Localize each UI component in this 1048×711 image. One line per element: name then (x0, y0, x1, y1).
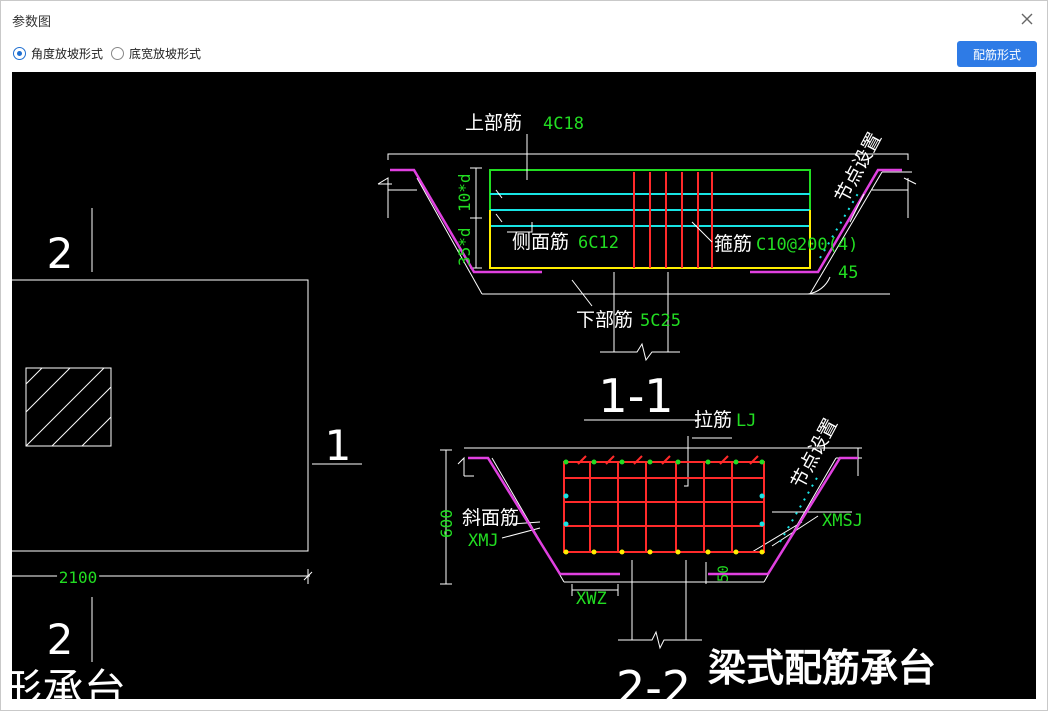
drawing-canvas: 2 1 2100 2 形承台 (12, 72, 1036, 699)
side-rebar-label: 侧面筋 (512, 231, 569, 253)
node-setting-label-1: 节点设置 (831, 129, 886, 206)
xmsj-label: XMSJ (822, 511, 863, 531)
close-icon[interactable] (1019, 11, 1035, 27)
cad-drawing: 2 1 2100 2 形承台 (12, 112, 936, 699)
plan-partial-title: 形承台 (12, 665, 126, 699)
slope-rebar-label: 斜面筋 (462, 507, 519, 529)
bottom-rebar-value: 5C25 (640, 311, 681, 331)
stirrup-label: 箍筋 (714, 233, 752, 255)
radio-selected-icon (13, 47, 26, 60)
slope-type-options: 角度放坡形式 底宽放坡形式 (13, 45, 209, 62)
stirrup-value: C10@200(4) (756, 235, 858, 255)
section-2-2 (440, 436, 862, 650)
dim-10d: 10*d (455, 173, 474, 212)
section-1-1-title: 1-1 (598, 369, 673, 423)
plan-label-2-bottom: 2 (47, 615, 74, 664)
dim-600: 600 (437, 509, 456, 538)
slope-rebar-value: XMJ (468, 531, 499, 551)
tie-value: LJ (736, 411, 756, 431)
section-1-1 (377, 134, 917, 421)
top-rebar-value: 4C18 (543, 114, 584, 134)
radio-width-slope[interactable]: 底宽放坡形式 (111, 45, 201, 62)
xwz-label: XWZ (576, 589, 607, 609)
node-setting-label-2: 节点设置 (787, 415, 842, 492)
dialog-title: 参数图 (12, 15, 52, 30)
dim-50: 50 (716, 565, 732, 582)
top-rebar-label: 上部筋 (465, 112, 522, 134)
radio-width-slope-label: 底宽放坡形式 (129, 47, 202, 61)
drawing-big-title: 梁式配筋承台 (708, 646, 936, 690)
plan-view (12, 208, 362, 662)
section-2-2-title: 2-2 (616, 661, 691, 699)
plan-dim-2100: 2100 (59, 568, 98, 587)
plan-label-2-top: 2 (47, 229, 74, 278)
angle-label: 45 (838, 263, 858, 283)
radio-angle-slope-label: 角度放坡形式 (31, 47, 104, 61)
rebar-form-button[interactable]: 配筋形式 (957, 41, 1037, 67)
radio-angle-slope[interactable]: 角度放坡形式 (13, 45, 103, 62)
dim-35d: 35*d (455, 227, 474, 266)
side-rebar-value: 6C12 (578, 233, 619, 253)
bottom-rebar-label: 下部筋 (576, 309, 633, 331)
plan-label-1: 1 (325, 421, 352, 470)
tie-label: 拉筋 (694, 409, 732, 431)
radio-unselected-icon (111, 47, 125, 60)
